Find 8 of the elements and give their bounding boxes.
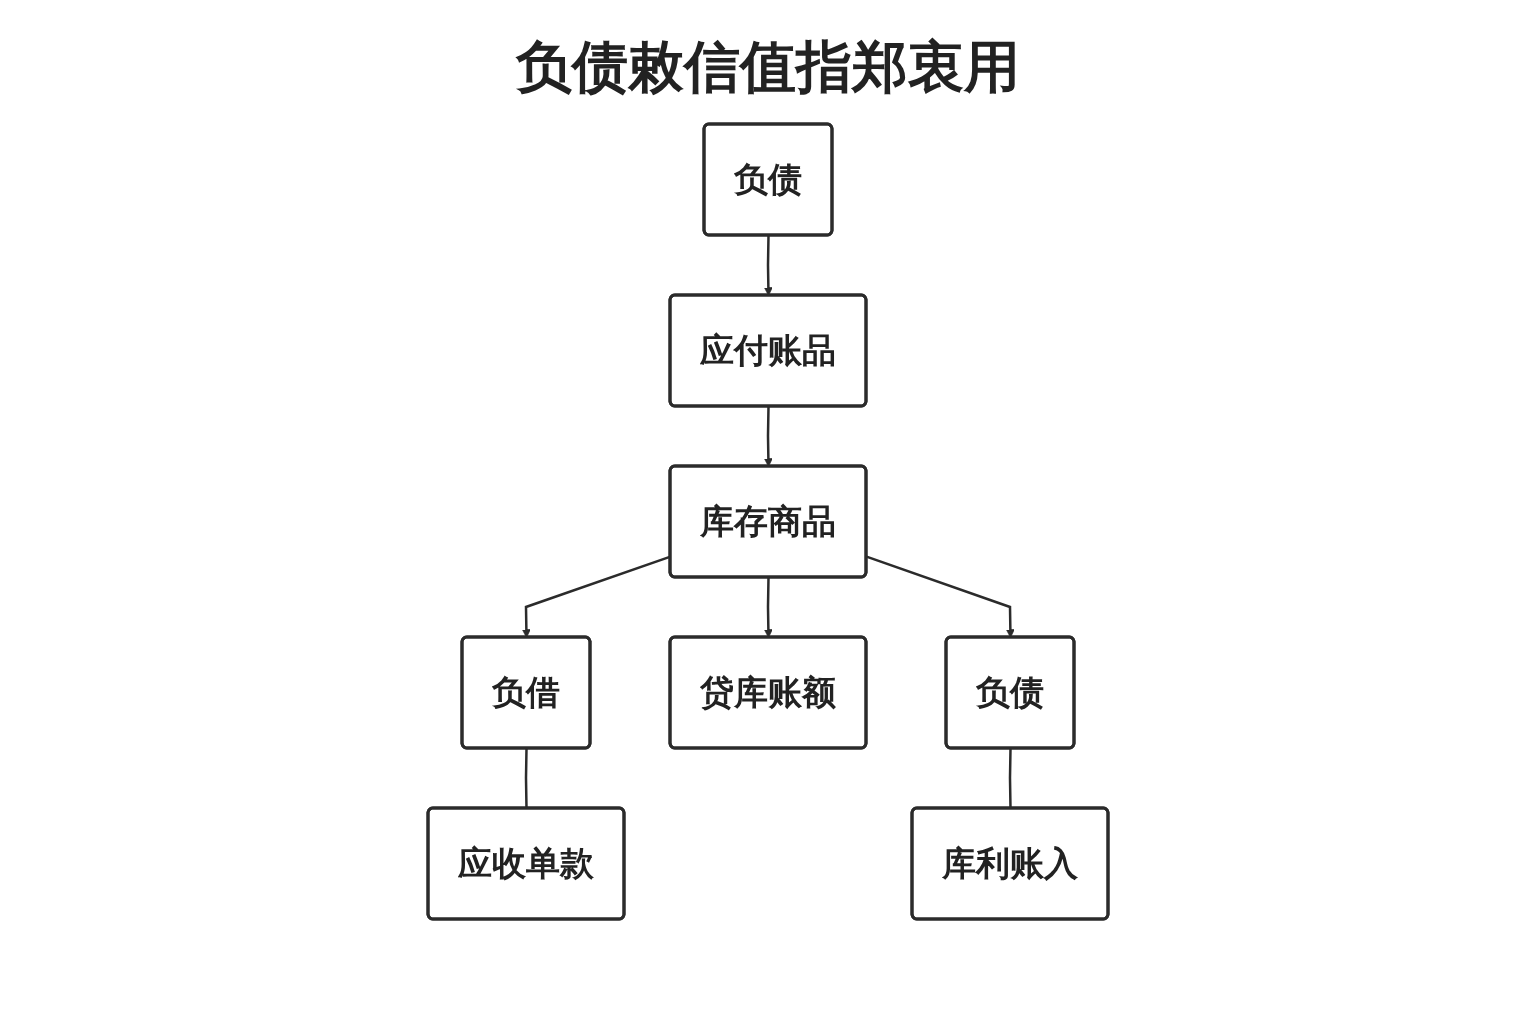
arrow [763,406,773,467]
connector [1008,748,1012,809]
diagram-title: 负债敕信值指郑衷用 [514,33,1021,101]
arrow [521,555,671,638]
connector [524,748,528,809]
arrow [763,235,773,296]
arrow [866,555,1015,638]
arrow [763,577,773,638]
